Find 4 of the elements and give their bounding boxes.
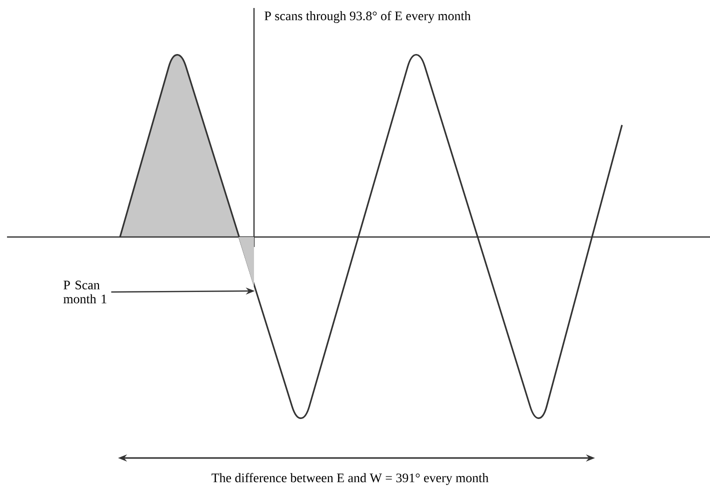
caption-text: P scans through 93.8° of E every month xyxy=(264,11,471,23)
shaded-area xyxy=(238,237,254,287)
caption-text: The difference between E and W = 391° every month xyxy=(212,473,488,485)
text-label: P Scan month 1 xyxy=(63,280,106,304)
